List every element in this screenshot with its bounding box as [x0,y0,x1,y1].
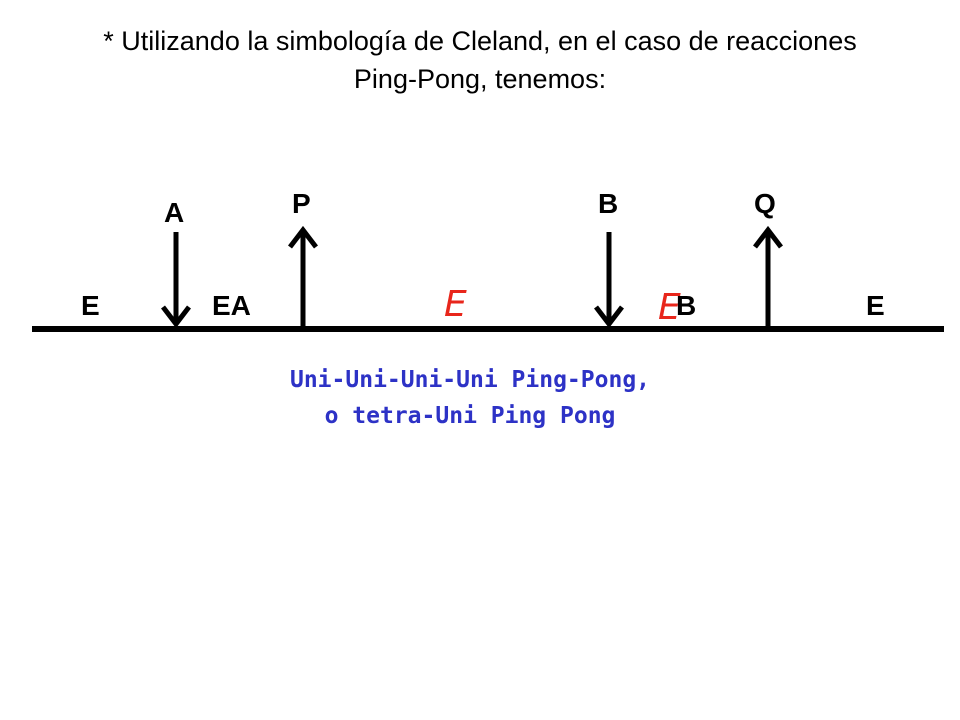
enzyme-fb-suffix-label: B [676,290,697,321]
enzyme-fb-prefix-label: E [658,287,681,328]
slide-title: * Utilizando la simbología de Cleland, e… [20,22,940,98]
product-q-label: Q [754,188,776,219]
caption-line-2: o tetra-Uni Ping Pong [324,403,616,429]
enzyme-e-start-label: E [81,290,100,321]
enzyme-e-end-label: E [866,290,885,321]
substrate-a-label: A [164,197,185,228]
title-line-2: Ping-Pong, tenemos: [353,64,607,94]
enzyme-ea-label: EA [212,290,251,321]
enzyme-f-label: E [444,284,467,325]
substrate-b-arrow [594,232,624,329]
product-q-arrow [753,225,783,327]
substrate-a-arrow [161,232,191,329]
substrate-b-label: B [598,188,619,219]
mechanism-caption: Uni-Uni-Uni-Uni Ping-Pong, o tetra-Uni P… [180,362,760,434]
title-line-1: * Utilizando la simbología de Cleland, e… [103,26,857,56]
product-p-label: P [292,188,311,219]
caption-line-1: Uni-Uni-Uni-Uni Ping-Pong, [289,367,651,393]
product-p-arrow [288,225,318,327]
